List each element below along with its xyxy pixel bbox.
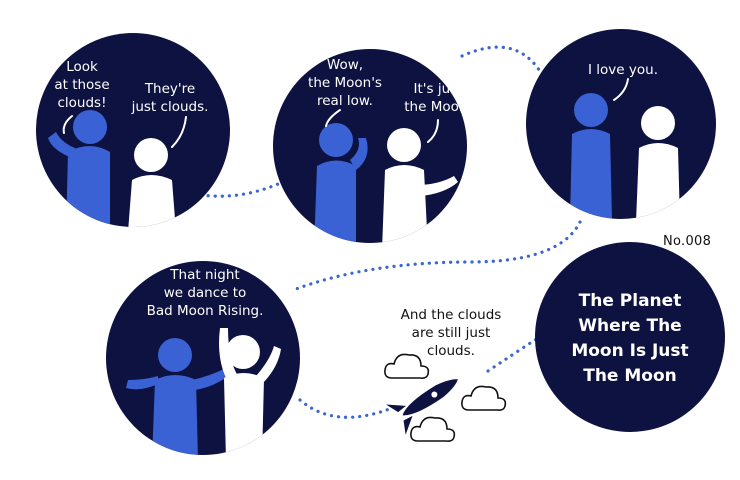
cloud-icon: [384, 353, 430, 379]
speech-line: Look: [66, 59, 98, 75]
blue-figure: [570, 93, 612, 219]
dotted-path-4-rocket: [298, 398, 394, 419]
speech-line: Wow,: [326, 57, 364, 73]
white-figure: [636, 106, 680, 219]
blue-figure: [314, 123, 368, 243]
speech-left-panel-1: Look at those clouds!: [48, 58, 116, 112]
title-circle: [535, 242, 725, 432]
caption-line: clouds.: [427, 343, 475, 359]
caption-line: are still just: [411, 325, 491, 341]
white-figure: [128, 138, 176, 227]
title-line: Where The: [578, 316, 682, 336]
panel-2: [273, 49, 467, 243]
dotted-path-2-3: [460, 45, 547, 82]
panel-1: [36, 33, 230, 227]
speech-tail-right: [427, 119, 439, 143]
title-line: The Planet: [578, 291, 682, 311]
speech-line: I love you.: [588, 62, 658, 78]
speech-panel-3: I love you.: [578, 61, 668, 79]
speech-line: at those: [54, 77, 110, 93]
caption-line: Bad Moon Rising.: [146, 303, 264, 319]
caption-panel-4: That night we dance to Bad Moon Rising.: [145, 266, 265, 320]
rocket-caption: And the clouds are still just clouds.: [393, 306, 509, 360]
title-line: Moon Is Just: [571, 341, 689, 361]
blue-figure: [126, 338, 230, 455]
dotted-path-1-2: [199, 182, 280, 198]
panel-4: [106, 261, 300, 455]
speech-line: They're: [144, 81, 196, 97]
white-figure: [219, 328, 281, 455]
cloud-icon: [461, 385, 507, 411]
rocket-icon: [386, 379, 458, 435]
caption-line: we dance to: [163, 285, 247, 301]
cloud-icon: [410, 416, 456, 442]
speech-left-panel-2: Wow, the Moon's real low.: [300, 56, 390, 110]
speech-right-panel-1: They're just clouds.: [120, 80, 220, 116]
speech-line: the Moon's: [308, 75, 382, 91]
speech-right-panel-2: It's just the Moon.: [396, 80, 480, 116]
speech-tail-left: [325, 109, 341, 127]
white-figure: [382, 128, 458, 243]
speech-tail-right: [171, 116, 187, 148]
title-line: The Moon: [583, 366, 677, 386]
speech-line: just clouds.: [131, 99, 209, 115]
speech-line: clouds!: [57, 95, 107, 111]
comic-title: The Planet Where The Moon Is Just The Mo…: [555, 289, 705, 389]
caption-line: And the clouds: [400, 307, 502, 323]
speech-line: It's just: [413, 81, 463, 97]
speech-line: real low.: [317, 93, 373, 109]
panel-3: [526, 29, 716, 219]
issue-number: No.008: [663, 234, 712, 249]
caption-line: That night: [170, 267, 240, 283]
speech-line: the Moon.: [404, 99, 472, 115]
speech-tail-left: [62, 115, 73, 134]
speech-tail: [613, 78, 629, 101]
